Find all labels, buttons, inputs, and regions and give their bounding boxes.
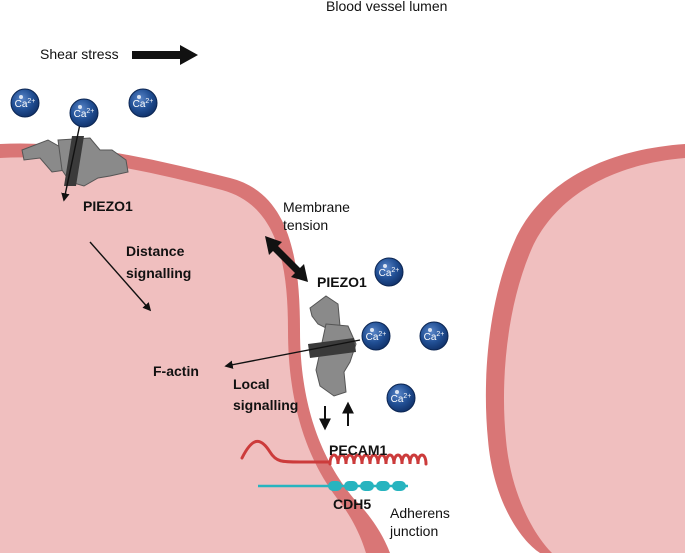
f-actin-arrow [224, 339, 361, 369]
svg-text:Ca2+: Ca2+ [74, 108, 95, 120]
calcium-ion: Ca2+ [128, 88, 158, 118]
right-cell-cytoplasm [503, 158, 685, 553]
svg-text:Ca2+: Ca2+ [133, 98, 154, 110]
left-endothelial-cell [0, 143, 390, 553]
distance-signalling-arrow [89, 241, 152, 312]
label-piezo1-junction: PIEZO1 [317, 274, 367, 290]
calcium-ion: Ca2+ [419, 321, 449, 351]
left-cell-cytoplasm [0, 157, 366, 553]
label-pecam1: PECAM1 [329, 442, 388, 458]
svg-text:Ca2+: Ca2+ [366, 331, 387, 343]
label-blood-vessel-lumen: Blood vessel lumen [326, 0, 447, 14]
ca-influx-arrow-top [61, 123, 81, 202]
pecam1-molecule [240, 440, 428, 466]
calcium-ion: Ca2+ [386, 383, 416, 413]
calcium-ion: Ca2+ [10, 88, 40, 118]
label-cdh5: CDH5 [333, 496, 371, 512]
cdh5-molecule [258, 481, 408, 491]
label-f-actin: F-actin [153, 363, 199, 379]
shear-stress-arrow [132, 45, 198, 65]
calcium-ion: Ca2+ [69, 98, 99, 128]
svg-text:Ca2+: Ca2+ [379, 267, 400, 279]
label-shear-stress: Shear stress [40, 46, 119, 62]
svg-text:Ca2+: Ca2+ [424, 331, 445, 343]
membrane-tension-arrow [265, 236, 308, 282]
calcium-ion: Ca2+ [361, 321, 391, 351]
svg-text:Ca2+: Ca2+ [15, 98, 36, 110]
right-endothelial-cell [485, 144, 685, 553]
label-piezo1-top: PIEZO1 [83, 198, 133, 214]
calcium-ion: Ca2+ [374, 257, 404, 287]
svg-text:Ca2+: Ca2+ [391, 393, 412, 405]
